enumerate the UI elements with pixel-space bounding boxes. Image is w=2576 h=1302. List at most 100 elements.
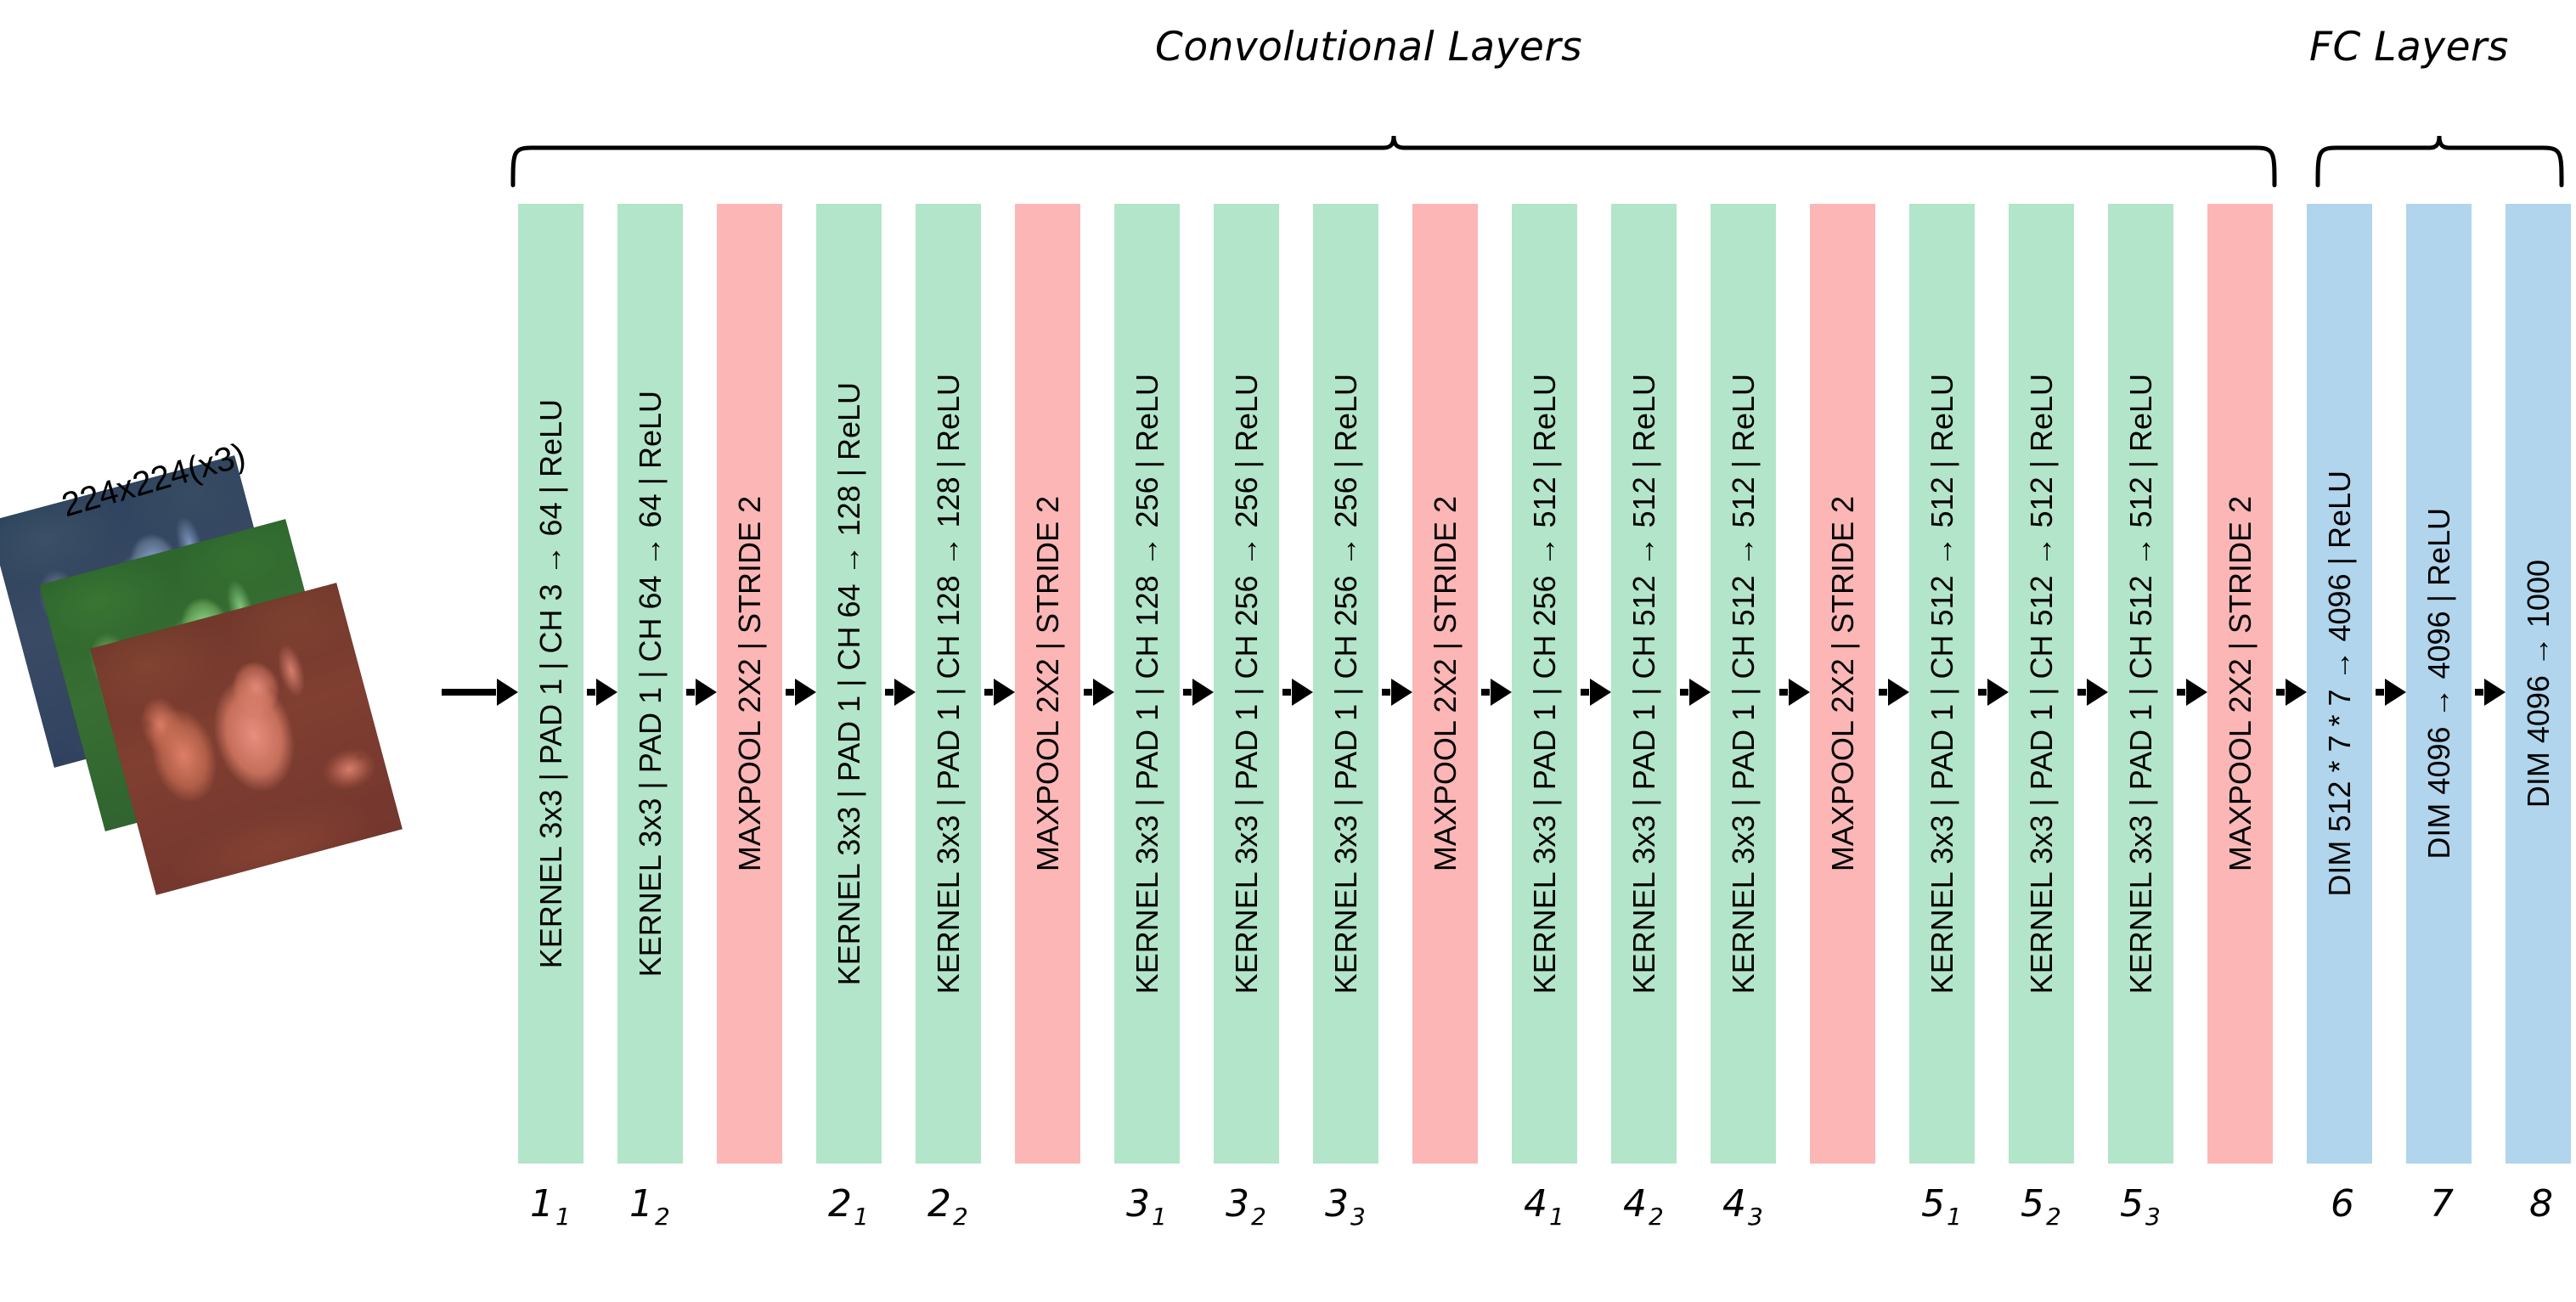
flow-arrow-12 <box>1581 689 1589 696</box>
flow-arrow-13 <box>1680 689 1688 696</box>
layer-index-label: 6 <box>2331 1182 2354 1226</box>
layer-bar-fc-21[interactable]: DIM 4096 → 1000 <box>2506 204 2571 1164</box>
layer-bar-pool-10[interactable]: MAXPOOL 2X2 | STRIDE 2 <box>1412 204 1478 1164</box>
layer-bar-label: KERNEL 3x3 | PAD 1 | CH 256 → 256 | ReLU <box>1328 373 1363 995</box>
layer-bar-label: MAXPOOL 2X2 | STRIDE 2 <box>1825 495 1860 872</box>
layer-index-subscript: 1 <box>1152 1203 1167 1231</box>
layer-bar-fc-20[interactable]: DIM 4096 → 4096 | ReLU <box>2406 204 2472 1164</box>
layer-index-subscript: 1 <box>1549 1203 1564 1231</box>
layer-index-subscript: 2 <box>655 1203 670 1231</box>
layer-index-label: 21 <box>828 1182 869 1231</box>
layer-bar-conv-17[interactable]: KERNEL 3x3 | PAD 1 | CH 512 → 512 | ReLU <box>2108 204 2173 1164</box>
layer-index-subscript: 3 <box>1350 1203 1366 1231</box>
layer-index-label: 22 <box>927 1182 968 1231</box>
layer-bar-label: KERNEL 3x3 | PAD 1 | CH 512 → 512 | ReLU <box>1925 373 1959 995</box>
layer-index-label: 12 <box>629 1182 670 1231</box>
layer-bar-label: KERNEL 3x3 | PAD 1 | CH 256 → 256 | ReLU <box>1229 373 1264 995</box>
layer-index-label: 53 <box>2120 1182 2161 1231</box>
layer-index-label: 8 <box>2529 1182 2553 1226</box>
layer-index-subscript: 2 <box>1251 1203 1266 1231</box>
layer-index-subscript: 1 <box>854 1203 869 1231</box>
layer-index-subscript: 1 <box>1947 1203 1962 1231</box>
flow-arrow-21 <box>2475 689 2483 696</box>
flow-arrow-11 <box>1481 689 1490 696</box>
layer-bar-label: MAXPOOL 2X2 | STRIDE 2 <box>2223 495 2258 872</box>
layer-index-label: 31 <box>1126 1182 1167 1231</box>
layer-index-number: 1 <box>530 1182 554 1226</box>
layer-index-label: 51 <box>1921 1182 1962 1231</box>
layer-bar-pool-14[interactable]: MAXPOOL 2X2 | STRIDE 2 <box>1810 204 1875 1164</box>
layer-index-number: 3 <box>1325 1182 1349 1226</box>
layer-index-label: 41 <box>1524 1182 1564 1231</box>
layer-index-number: 5 <box>2120 1182 2144 1226</box>
flow-arrow-8 <box>1183 689 1192 696</box>
layer-bar-pool-3[interactable]: MAXPOOL 2X2 | STRIDE 2 <box>717 204 782 1164</box>
layer-index-number: 3 <box>1226 1182 1249 1226</box>
layer-bar-conv-15[interactable]: KERNEL 3x3 | PAD 1 | CH 512 → 512 | ReLU <box>1909 204 1975 1164</box>
layer-index-label: 43 <box>1722 1182 1763 1231</box>
layer-index-number: 1 <box>629 1182 653 1226</box>
layer-bar-conv-5[interactable]: KERNEL 3x3 | PAD 1 | CH 128 → 128 | ReLU <box>916 204 981 1164</box>
input-image-stack <box>0 455 442 917</box>
fc-layers-title: FC Layers <box>2309 24 2509 70</box>
layer-bar-pool-18[interactable]: MAXPOOL 2X2 | STRIDE 2 <box>2207 204 2273 1164</box>
layer-bar-label: MAXPOOL 2X2 | STRIDE 2 <box>1428 495 1463 872</box>
flow-arrow-17 <box>2077 689 2086 696</box>
layer-bar-pool-6[interactable]: MAXPOOL 2X2 | STRIDE 2 <box>1015 204 1080 1164</box>
layer-bar-conv-8[interactable]: KERNEL 3x3 | PAD 1 | CH 256 → 256 | ReLU <box>1214 204 1279 1164</box>
layer-index-subscript: 2 <box>1649 1203 1664 1231</box>
layer-bar-label: KERNEL 3x3 | PAD 1 | CH 64 → 64 | ReLU <box>633 390 668 978</box>
layer-bar-conv-9[interactable]: KERNEL 3x3 | PAD 1 | CH 256 → 256 | ReLU <box>1313 204 1378 1164</box>
layer-index-number: 2 <box>927 1182 951 1226</box>
layer-index-number: 7 <box>2430 1182 2454 1226</box>
layer-bar-conv-11[interactable]: KERNEL 3x3 | PAD 1 | CH 256 → 512 | ReLU <box>1512 204 1577 1164</box>
flow-arrow-14 <box>1779 689 1788 696</box>
layer-bar-conv-12[interactable]: KERNEL 3x3 | PAD 1 | CH 512 → 512 | ReLU <box>1611 204 1677 1164</box>
layer-bar-label: KERNEL 3x3 | PAD 1 | CH 3 → 64 | ReLU <box>533 398 568 969</box>
layer-index-number: 6 <box>2331 1182 2354 1226</box>
layer-index-number: 2 <box>828 1182 852 1226</box>
layer-bar-label: KERNEL 3x3 | PAD 1 | CH 512 → 512 | ReLU <box>2123 373 2158 995</box>
flow-arrow-10 <box>1382 689 1390 696</box>
layer-bar-fc-19[interactable]: DIM 512 * 7 * 7 → 4096 | ReLU <box>2307 204 2372 1164</box>
layer-bar-label: KERNEL 3x3 | PAD 1 | CH 512 → 512 | ReLU <box>1726 373 1761 995</box>
flow-arrow-3 <box>686 689 695 696</box>
layer-bar-conv-13[interactable]: KERNEL 3x3 | PAD 1 | CH 512 → 512 | ReLU <box>1711 204 1776 1164</box>
layer-bar-conv-2[interactable]: KERNEL 3x3 | PAD 1 | CH 64 → 64 | ReLU <box>617 204 683 1164</box>
layer-index-subscript: 2 <box>953 1203 968 1231</box>
layer-bar-conv-7[interactable]: KERNEL 3x3 | PAD 1 | CH 128 → 256 | ReLU <box>1114 204 1180 1164</box>
layer-index-number: 3 <box>1126 1182 1150 1226</box>
layer-bar-label: KERNEL 3x3 | PAD 1 | CH 128 → 256 | ReLU <box>1130 373 1164 995</box>
fc-layers-brace <box>2314 136 2565 187</box>
layer-bar-label: MAXPOOL 2X2 | STRIDE 2 <box>1030 495 1065 872</box>
flow-arrow-9 <box>1282 689 1291 696</box>
flow-arrow-20 <box>2376 689 2384 696</box>
layer-index-label: 33 <box>1325 1182 1366 1231</box>
convolutional-layers-title: Convolutional Layers <box>1155 24 1583 70</box>
layer-index-number: 4 <box>1524 1182 1547 1226</box>
layer-bar-label: KERNEL 3x3 | PAD 1 | CH 64 → 128 | ReLU <box>831 381 866 986</box>
layer-index-label: 11 <box>530 1182 571 1231</box>
layer-index-number: 5 <box>2021 1182 2044 1226</box>
flow-arrow-6 <box>984 689 993 696</box>
flow-arrow-16 <box>1978 689 1987 696</box>
layer-index-number: 4 <box>1623 1182 1647 1226</box>
layer-index-label: 42 <box>1623 1182 1664 1231</box>
layer-bar-label: KERNEL 3x3 | PAD 1 | CH 512 → 512 | ReLU <box>2024 373 2059 995</box>
convolutional-layers-brace <box>510 136 2278 187</box>
layer-index-subscript: 3 <box>1748 1203 1763 1231</box>
layer-bar-conv-4[interactable]: KERNEL 3x3 | PAD 1 | CH 64 → 128 | ReLU <box>816 204 882 1164</box>
layer-index-label: 52 <box>2021 1182 2061 1231</box>
layer-bar-label: KERNEL 3x3 | PAD 1 | CH 128 → 128 | ReLU <box>931 373 966 995</box>
layer-bar-label: DIM 512 * 7 * 7 → 4096 | ReLU <box>2322 471 2357 897</box>
layer-bar-conv-1[interactable]: KERNEL 3x3 | PAD 1 | CH 3 → 64 | ReLU <box>518 204 583 1164</box>
layer-bar-label: KERNEL 3x3 | PAD 1 | CH 512 → 512 | ReLU <box>1626 373 1661 995</box>
flow-arrow-15 <box>1879 689 1887 696</box>
layer-index-label: 32 <box>1226 1182 1266 1231</box>
layer-index-number: 4 <box>1722 1182 1746 1226</box>
layer-index-label: 7 <box>2430 1182 2454 1226</box>
layer-index-number: 5 <box>1921 1182 1945 1226</box>
flow-arrow-1 <box>442 689 496 696</box>
flow-arrow-18 <box>2177 689 2185 696</box>
layer-bar-conv-16[interactable]: KERNEL 3x3 | PAD 1 | CH 512 → 512 | ReLU <box>2009 204 2074 1164</box>
